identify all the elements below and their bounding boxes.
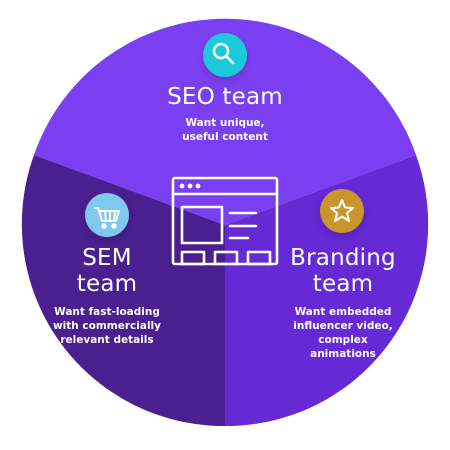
seo-description-line: useful content bbox=[182, 131, 268, 143]
magnifier-icon bbox=[212, 42, 235, 65]
sem-description-line: relevant details bbox=[60, 334, 154, 346]
star-icon bbox=[330, 199, 354, 222]
sem-description: Want fast-loading with commercially rele… bbox=[22, 305, 192, 347]
seo-description-line: Want unique, bbox=[185, 117, 265, 129]
branding-title-line: team bbox=[312, 271, 374, 297]
seo-icon-badge bbox=[203, 33, 247, 77]
branding-icon-badge bbox=[320, 189, 364, 233]
sem-title-line: team bbox=[76, 271, 138, 297]
browser-window-icon bbox=[171, 176, 279, 266]
branding-description-line: influencer video, bbox=[293, 320, 393, 332]
sem-label-group: SEM team Want fast-loading with commerci… bbox=[22, 245, 192, 347]
sem-description-line: with commercially bbox=[52, 320, 162, 332]
branding-title-line: Branding bbox=[290, 245, 396, 271]
sem-title-line: SEM bbox=[82, 245, 132, 271]
seo-description: Want unique, useful content bbox=[125, 116, 325, 144]
seo-title: SEO team bbox=[167, 84, 283, 110]
seo-segment bbox=[34, 18, 416, 226]
branding-label-group: Branding team Want embedded influencer v… bbox=[258, 245, 428, 361]
branding-description: Want embedded influencer video, complex … bbox=[258, 305, 428, 361]
branding-description-line: animations bbox=[310, 348, 376, 360]
sem-icon-badge bbox=[85, 193, 129, 237]
branding-description-line: complex bbox=[318, 334, 368, 346]
branding-title: Branding team bbox=[258, 245, 428, 297]
sem-title: SEM team bbox=[22, 245, 192, 297]
seo-label-group: SEO team Want unique, useful content bbox=[125, 84, 325, 144]
browser-dots bbox=[179, 183, 201, 189]
sem-description-line: Want fast-loading bbox=[54, 306, 160, 318]
branding-description-line: Want embedded bbox=[294, 306, 392, 318]
shopping-cart-icon bbox=[94, 207, 120, 229]
